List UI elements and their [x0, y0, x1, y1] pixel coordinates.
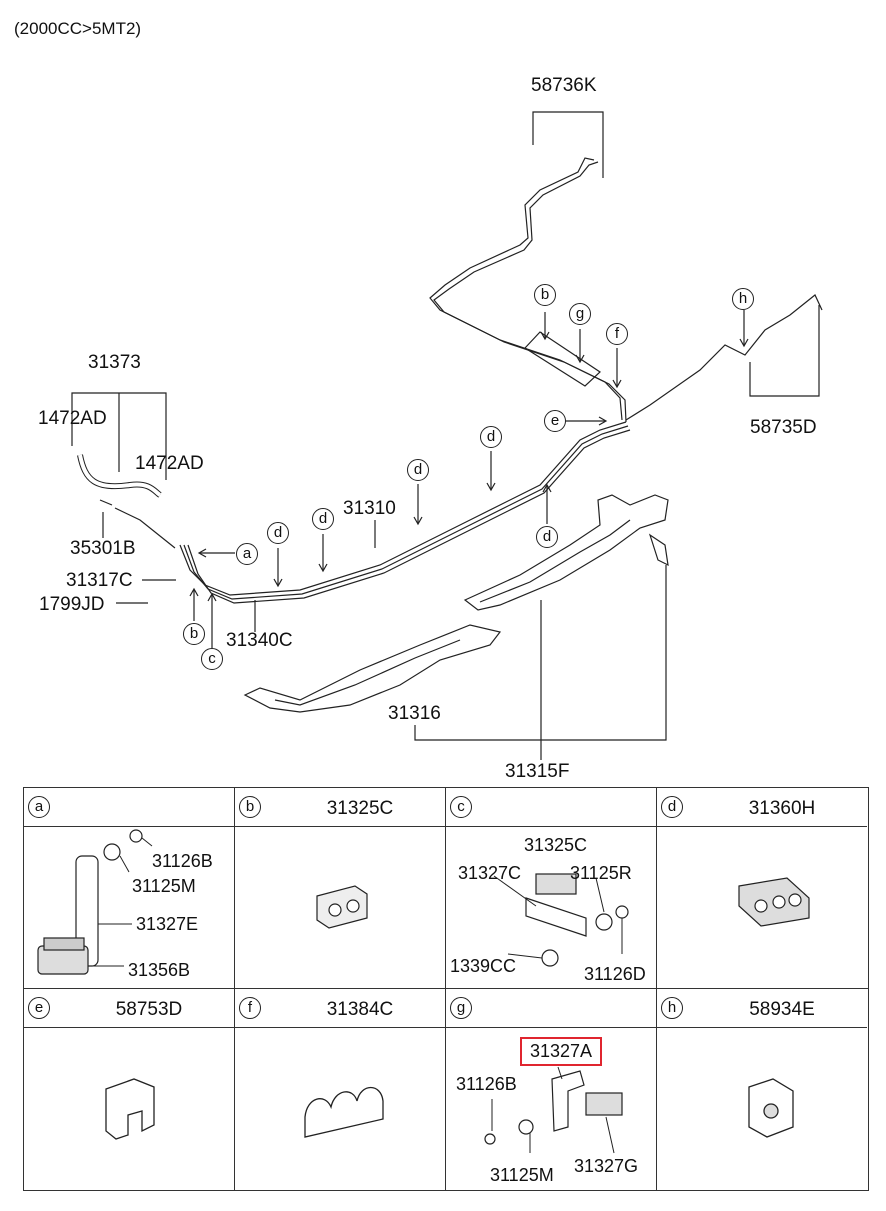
sub-31125M: 31125M	[490, 1165, 554, 1185]
sub-31126B: 31126B	[152, 851, 213, 871]
cell-tag: a	[28, 796, 50, 818]
callout-31316: 31316	[388, 703, 441, 724]
callout-1472AD-left: 1472AD	[38, 408, 107, 429]
sub-31327C: 31327C	[458, 863, 522, 883]
engine-variant-label: (2000CC>5MT2)	[14, 19, 142, 38]
detail-cell-e: e 58753D	[24, 989, 234, 1189]
part-number: 58753D	[115, 999, 183, 1020]
detail-cell-f: f 31384C	[235, 989, 445, 1189]
part-number: 31325C	[326, 798, 394, 819]
sub-31327A-highlighted: 31327A	[520, 1037, 603, 1066]
detail-cell-a: a 31126B 31125M 31327E 31356B	[24, 788, 234, 988]
callout-31315F: 31315F	[505, 761, 570, 782]
sub-31327E: 31327E	[136, 914, 199, 934]
clip-d-icon	[738, 877, 810, 927]
detail-cell-h: h 58934E	[657, 989, 867, 1189]
part-number: 58934E	[749, 999, 815, 1020]
marker-a: a	[236, 543, 258, 565]
callout-1472AD-right: 1472AD	[135, 453, 204, 474]
clip-h-icon	[748, 1078, 794, 1138]
sub-31126B: 31126B	[456, 1074, 517, 1094]
clip-assembly-c-drawing	[493, 873, 629, 967]
detail-cell-g: g 31327A 31126B 31125M 31327G	[446, 989, 656, 1189]
clip-b-icon	[316, 885, 368, 929]
marker-h: h	[732, 288, 754, 310]
marker-d-5: d	[536, 526, 558, 548]
sub-31327G: 31327G	[574, 1156, 639, 1176]
clip-e-icon	[105, 1078, 155, 1140]
cell-tag: d	[661, 796, 683, 818]
callout-58736K: 58736K	[531, 75, 597, 96]
marker-b-upper: b	[534, 284, 556, 306]
callout-31317C: 31317C	[66, 570, 133, 591]
sub-31125R: 31125R	[570, 863, 632, 883]
clip-f-icon	[304, 1086, 384, 1138]
cell-tag: b	[239, 796, 261, 818]
marker-e: e	[544, 410, 566, 432]
sub-31325C: 31325C	[524, 835, 588, 855]
marker-d-3: d	[407, 459, 429, 481]
callout-31373: 31373	[88, 352, 141, 373]
marker-d-4: d	[480, 426, 502, 448]
cell-tag: c	[450, 796, 472, 818]
marker-f: f	[606, 323, 628, 345]
part-number: 31384C	[326, 999, 394, 1020]
callout-31310: 31310	[343, 498, 396, 519]
marker-c: c	[201, 648, 223, 670]
detail-table: a 31126B 31125M 31327E 31356B b 31325C	[23, 787, 869, 1191]
sub-31356B: 31356B	[128, 960, 191, 980]
part-number: 31360H	[748, 798, 816, 819]
cell-tag: g	[450, 997, 472, 1019]
callout-58735D: 58735D	[750, 417, 817, 438]
detail-cell-d: d 31360H	[657, 788, 867, 988]
sub-31126D: 31126D	[584, 964, 646, 984]
cell-tag: f	[239, 997, 261, 1019]
sub-1339CC: 1339CC	[450, 956, 517, 976]
clip-assembly-g-drawing	[484, 1066, 623, 1154]
fuel-line-diagram	[71, 111, 823, 760]
sub-31125M: 31125M	[132, 876, 196, 896]
detail-cell-c: c 31325C 31327C 31125R 1339CC 31126D	[446, 788, 656, 988]
callout-31340C: 31340C	[226, 630, 293, 651]
clip-assembly-a-drawing	[37, 829, 153, 975]
marker-g: g	[569, 303, 591, 325]
marker-d-1: d	[267, 522, 289, 544]
detail-cell-b: b 31325C	[235, 788, 445, 988]
marker-d-2: d	[312, 508, 334, 530]
cell-tag: h	[661, 997, 683, 1019]
callout-1799JD: 1799JD	[39, 594, 105, 615]
callout-35301B: 35301B	[70, 538, 136, 559]
marker-b-left: b	[183, 623, 205, 645]
cell-tag: e	[28, 997, 50, 1019]
